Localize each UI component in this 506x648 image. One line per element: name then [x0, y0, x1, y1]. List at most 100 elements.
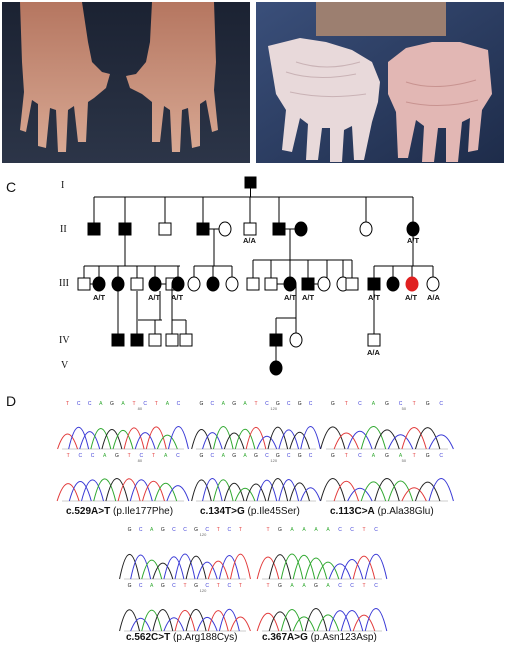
peak: [320, 426, 346, 450]
peak: [223, 432, 245, 450]
peak: [278, 479, 300, 502]
peak: [185, 609, 207, 632]
peak: [166, 485, 190, 502]
base-letter: G: [254, 453, 258, 459]
base-letter: C: [205, 527, 209, 533]
genotype-label: A/T: [405, 293, 418, 302]
peak: [289, 482, 310, 502]
peak: [90, 428, 112, 450]
peak: [191, 429, 212, 450]
peak: [191, 479, 212, 502]
base-letter: T: [183, 583, 186, 589]
peak: [352, 614, 376, 632]
base-letter: C: [211, 401, 215, 407]
genotype-label: A/T: [93, 293, 106, 302]
protein-label: (p.Arg188Cys): [172, 632, 238, 643]
peak: [218, 608, 240, 632]
caption-1: c.529A>T (p.Ile177Phe): [66, 506, 173, 517]
base-letter: C: [139, 453, 143, 459]
peak: [364, 608, 388, 632]
peak: [174, 553, 196, 580]
base-letter: C: [439, 453, 443, 459]
base-letter: A: [302, 527, 306, 533]
base-letter: A: [150, 527, 154, 533]
peak: [267, 478, 289, 502]
base-letter: T: [217, 583, 220, 589]
base-letter: G: [194, 527, 198, 533]
base-letter: T: [133, 401, 136, 407]
base-letter: T: [345, 453, 348, 459]
base-letter: G: [298, 453, 302, 459]
base-letter: G: [128, 583, 132, 589]
base-letter: G: [426, 453, 430, 459]
position-label: 120: [270, 406, 277, 411]
peak: [256, 479, 278, 502]
peak: [142, 480, 165, 502]
panel-label-d: D: [6, 393, 17, 409]
peak: [79, 431, 101, 450]
peak: [414, 481, 441, 502]
position-label: 120: [200, 588, 207, 593]
peak: [207, 610, 229, 632]
peak: [163, 617, 185, 632]
peak: [245, 483, 267, 502]
base-letter: G: [200, 453, 204, 459]
genotype-label: A/T: [284, 293, 297, 302]
position-label: 120: [270, 458, 277, 463]
base-letter: C: [358, 453, 362, 459]
peak: [202, 432, 223, 450]
peak: [333, 432, 360, 450]
peak: [119, 554, 141, 580]
base-letter: G: [161, 583, 165, 589]
caption-5: c.367A>G (p.Asn123Asp): [262, 632, 377, 643]
peak: [387, 434, 414, 450]
base-letter: C: [183, 527, 187, 533]
base-letter: T: [66, 401, 69, 407]
peak: [292, 555, 316, 580]
peak: [123, 427, 145, 450]
base-letter: A: [326, 583, 330, 589]
base-letter: A: [326, 527, 330, 533]
position-label: 80: [138, 406, 143, 411]
mutation-label: c.562C>T: [126, 632, 171, 643]
base-letter: T: [266, 527, 269, 533]
base-letter: C: [211, 453, 215, 459]
peak: [145, 426, 167, 450]
base-letter: C: [350, 583, 354, 589]
base-letter: A: [302, 583, 306, 589]
base-letter: A: [99, 401, 103, 407]
base-letter: C: [309, 453, 313, 459]
peak: [320, 478, 346, 502]
base-letter: C: [143, 401, 147, 407]
peak: [316, 561, 340, 580]
peak: [223, 482, 245, 502]
peak: [278, 429, 300, 450]
peak: [428, 478, 454, 502]
base-letter: A: [150, 583, 154, 589]
peak: [207, 560, 229, 580]
base-letter: C: [374, 583, 378, 589]
peak: [245, 427, 267, 450]
genotype-label: A/T: [171, 293, 184, 302]
photo-a-hands: [2, 2, 250, 163]
base-letter: A: [372, 401, 376, 407]
base-letter: G: [194, 583, 198, 589]
base-letter: T: [67, 453, 70, 459]
panel-label-c: C: [6, 179, 17, 195]
generation-label-i: I: [61, 180, 65, 191]
peak: [156, 434, 178, 450]
base-letter: A: [222, 453, 226, 459]
base-letter: G: [426, 401, 430, 407]
generation-iii: [77, 260, 440, 292]
base-letter: C: [287, 401, 291, 407]
peak: [304, 557, 328, 580]
generation-label-iii: III: [59, 278, 69, 289]
peak: [218, 555, 240, 580]
base-letter: C: [399, 401, 403, 407]
peak: [340, 609, 364, 632]
peak: [280, 609, 304, 632]
peak: [256, 556, 280, 580]
generation-ii: [87, 197, 420, 237]
